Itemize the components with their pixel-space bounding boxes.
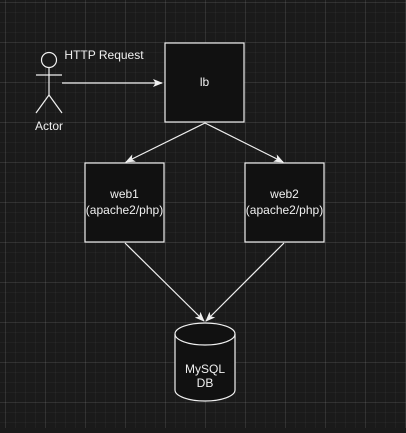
node-web2[interactable]: web2 (apache2/php) bbox=[244, 162, 325, 243]
node-web1-detail: (apache2/php) bbox=[86, 203, 163, 217]
node-web2-name: web2 bbox=[269, 187, 299, 201]
edge-web1-to-db[interactable] bbox=[124, 242, 205, 322]
edge-lb-to-web1[interactable] bbox=[125, 122, 206, 163]
node-web2-detail: (apache2/php) bbox=[246, 203, 323, 217]
edge-lb-to-web2[interactable] bbox=[204, 122, 284, 163]
node-lb-label: lb bbox=[200, 75, 210, 89]
node-web1[interactable]: web1 (apache2/php) bbox=[84, 162, 165, 243]
stick-figure-icon bbox=[35, 51, 63, 114]
node-lb[interactable]: lb bbox=[164, 42, 245, 123]
database-cylinder-icon bbox=[174, 322, 236, 402]
edge-label-http-request: HTTP Request bbox=[64, 48, 144, 62]
node-db-detail: DB bbox=[197, 376, 214, 390]
actor-label: Actor bbox=[35, 119, 63, 133]
edge-actor-to-lb[interactable]: HTTP Request bbox=[62, 48, 163, 87]
node-web1-name: web1 bbox=[109, 187, 139, 201]
actor[interactable]: Actor bbox=[35, 51, 63, 134]
node-db-name: MySQL bbox=[185, 362, 225, 376]
edge-web2-to-db[interactable] bbox=[205, 242, 285, 322]
node-db[interactable]: MySQL DB bbox=[174, 322, 236, 402]
